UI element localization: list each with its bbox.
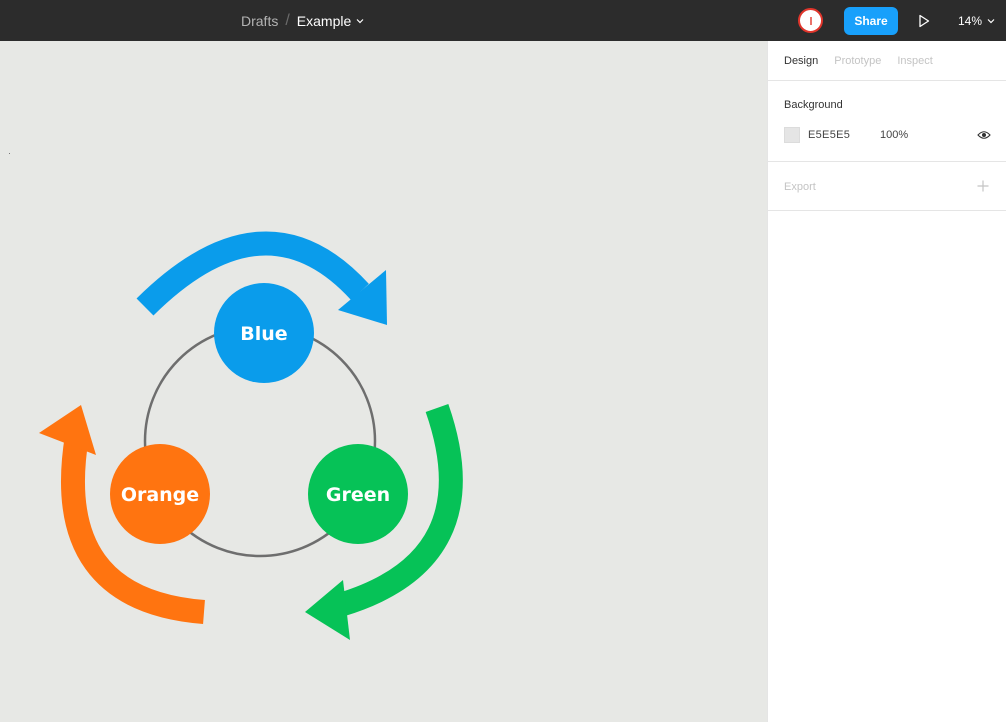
zoom-menu[interactable]: 14% bbox=[958, 0, 995, 41]
blue-arrow[interactable] bbox=[136, 231, 387, 325]
user-avatar[interactable] bbox=[798, 8, 823, 33]
orange-arrow[interactable] bbox=[39, 405, 206, 624]
present-button[interactable] bbox=[916, 12, 932, 30]
avatar-initial-icon bbox=[809, 16, 812, 25]
export-title: Export bbox=[784, 181, 816, 193]
canvas[interactable]: Blue Orange Green bbox=[0, 41, 767, 722]
cycle-diagram[interactable]: Blue Orange Green bbox=[0, 41, 767, 722]
node-orange-label: Orange bbox=[121, 484, 199, 506]
file-name: Example bbox=[296, 12, 352, 29]
breadcrumb: Drafts / Example bbox=[241, 0, 364, 41]
file-name-menu[interactable]: Example bbox=[297, 13, 364, 29]
tab-inspect[interactable]: Inspect bbox=[897, 54, 933, 67]
green-arrow[interactable] bbox=[305, 404, 463, 640]
eye-icon[interactable] bbox=[977, 129, 991, 141]
background-opacity-input[interactable]: 100% bbox=[880, 129, 909, 141]
canvas-dot bbox=[9, 153, 10, 154]
tab-design[interactable]: Design bbox=[784, 54, 819, 67]
node-green-label: Green bbox=[326, 484, 390, 506]
play-icon bbox=[919, 14, 930, 28]
breadcrumb-drafts[interactable]: Drafts bbox=[241, 12, 279, 29]
node-blue[interactable]: Blue bbox=[214, 283, 314, 383]
background-section: Background E5E5E5 100% bbox=[768, 81, 1006, 162]
background-fill-row: E5E5E5 100% bbox=[768, 111, 1006, 161]
background-swatch[interactable] bbox=[784, 127, 800, 143]
share-button[interactable]: Share bbox=[844, 7, 898, 35]
node-blue-label: Blue bbox=[240, 323, 287, 345]
breadcrumb-separator: / bbox=[285, 11, 290, 29]
node-orange[interactable]: Orange bbox=[110, 444, 210, 544]
node-green[interactable]: Green bbox=[308, 444, 408, 544]
panel-tabs: Design Prototype Inspect bbox=[768, 41, 1006, 81]
chevron-down-icon bbox=[356, 18, 364, 23]
chevron-down-icon bbox=[987, 18, 995, 23]
background-title: Background bbox=[784, 99, 843, 111]
export-section: Export bbox=[768, 162, 1006, 211]
properties-panel: Design Prototype Inspect Background E5E5… bbox=[767, 41, 1006, 722]
zoom-level: 14% bbox=[958, 13, 983, 28]
plus-icon[interactable] bbox=[977, 180, 989, 192]
tab-prototype[interactable]: Prototype bbox=[834, 54, 882, 67]
top-toolbar: Drafts / Example Share 14% bbox=[0, 0, 1006, 41]
background-hex-input[interactable]: E5E5E5 bbox=[808, 129, 851, 141]
